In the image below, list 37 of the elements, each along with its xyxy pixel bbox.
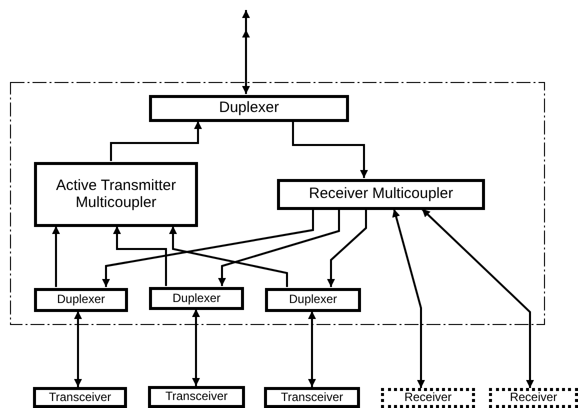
- box-label: Receiver Multicoupler: [308, 186, 454, 203]
- arrow: [113, 226, 167, 286]
- box-label: Receiver: [510, 391, 558, 405]
- box-label: Transceiver: [48, 390, 112, 404]
- process-box: [33, 387, 127, 408]
- arrow: [242, 10, 250, 94]
- arrow: [292, 121, 368, 178]
- process-box: [381, 388, 475, 408]
- process-box: [149, 95, 349, 122]
- box-label: Duplexer: [288, 293, 338, 307]
- process-box: [265, 288, 361, 312]
- arrow: [392, 208, 425, 388]
- process-box: [277, 179, 485, 210]
- box-label: Duplexer: [172, 292, 221, 306]
- arrow: [102, 209, 314, 287]
- arrow: [192, 309, 200, 386]
- arrow: [74, 311, 82, 387]
- process-box: [149, 287, 244, 310]
- box-label: Active Transmitter Multicoupler: [54, 178, 178, 211]
- arrow: [218, 209, 340, 286]
- arrow: [52, 226, 60, 287]
- box-label: Transceiver: [280, 390, 344, 404]
- arrow: [308, 311, 316, 387]
- arrow: [110, 121, 202, 161]
- box-label: Duplexer: [56, 293, 106, 307]
- box-label: Transceiver: [165, 390, 228, 404]
- process-box: [34, 288, 128, 312]
- process-box: [489, 388, 578, 408]
- box-label: Duplexer: [218, 100, 280, 117]
- arrow: [169, 226, 288, 287]
- enclosure-box: [10, 82, 545, 325]
- process-box: [148, 386, 245, 408]
- box-label: Receiver: [404, 391, 452, 405]
- arrow: [421, 208, 534, 388]
- process-box: [34, 162, 198, 227]
- arrow: [327, 209, 367, 287]
- process-box: [264, 387, 360, 408]
